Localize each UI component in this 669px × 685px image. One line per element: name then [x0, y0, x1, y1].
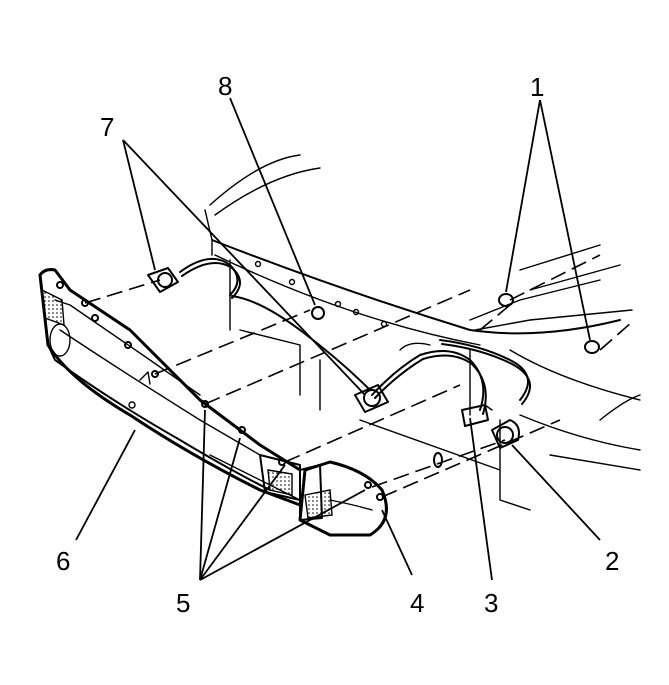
retainer-nuts [498, 293, 600, 354]
bulb-socket-right [491, 419, 520, 449]
callout-5: 5 [176, 588, 190, 618]
tail-lamp-assembly [298, 460, 388, 537]
callout-2: 2 [605, 546, 619, 576]
callout-3: 3 [484, 588, 498, 618]
callout-8: 8 [218, 71, 232, 101]
callout-6: 6 [56, 546, 70, 576]
callout-4: 4 [410, 588, 424, 618]
grommet [311, 306, 325, 320]
callout-7: 7 [100, 112, 114, 142]
alignment-lines [84, 254, 633, 498]
electrical-connector [461, 404, 493, 427]
bulb-socket-center [354, 384, 389, 413]
wiring-harness [179, 257, 531, 415]
callout-1: 1 [530, 72, 544, 102]
bulb-socket-left [147, 267, 179, 293]
washer [433, 452, 443, 468]
rear-fascia [38, 268, 302, 507]
leader-lines [75, 97, 601, 581]
